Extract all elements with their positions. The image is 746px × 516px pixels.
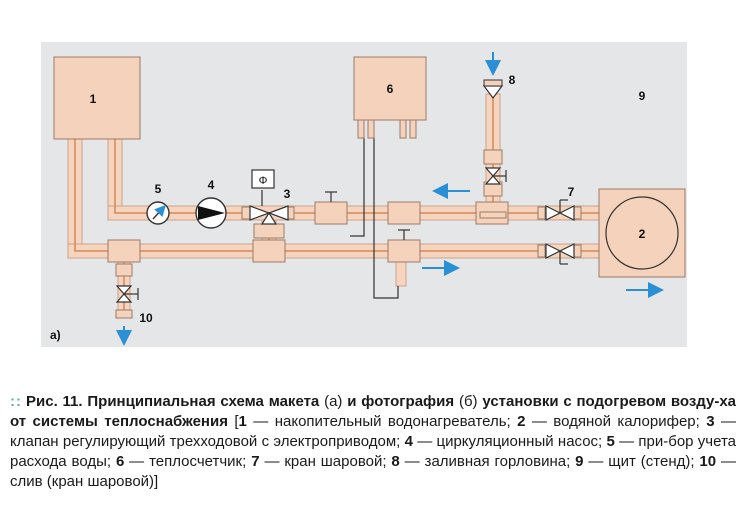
- label-6: 6: [387, 82, 394, 96]
- heat-meter-wires: [350, 138, 399, 299]
- legend-num: 1: [238, 413, 247, 430]
- legend-num: 8: [391, 453, 400, 470]
- legend-num: 4: [404, 433, 413, 450]
- flow-meter-needle: [152, 204, 166, 220]
- legend-text: — клапан регулирующий трехходовой с элек…: [10, 413, 736, 450]
- label-9: 9: [639, 89, 646, 103]
- panel-label: а): [50, 328, 61, 342]
- legend-text: — теплосчетчик;: [124, 453, 252, 470]
- heat-meter-terminals: [357, 119, 417, 139]
- label-5: 5: [155, 182, 162, 196]
- legend-text: — водяной калорифер;: [525, 413, 707, 430]
- air-heater-fan: [605, 196, 679, 270]
- caption-title-c: установки с подогревом возду-ха от систе…: [10, 393, 737, 430]
- heat-meter: [353, 56, 427, 121]
- legend-text: — заливная горловина;: [399, 453, 576, 470]
- label-8: 8: [509, 73, 516, 87]
- caption-bullet-icon: ::: [10, 393, 22, 410]
- label-2: 2: [639, 227, 646, 241]
- ball-valve-icon: [545, 199, 575, 265]
- pipe-fittings: [107, 149, 582, 319]
- actuator-glyph: Φ: [259, 175, 268, 187]
- caption-title-b: и фотография: [347, 393, 455, 410]
- schematic-figure: 1 6 2 5 4 Φ 3: [41, 42, 687, 347]
- legend-num: 10: [699, 453, 717, 470]
- figure-caption: ::Рис. 11. Принципиальная схема макета (…: [10, 393, 737, 490]
- drain-valve-icon: [115, 285, 139, 303]
- legend-num: 2: [517, 413, 526, 430]
- temperature-sensors: [325, 191, 410, 240]
- label-4: 4: [208, 178, 215, 192]
- label-3: 3: [284, 187, 291, 201]
- legend-text: — слив (кран шаровой)]: [10, 453, 737, 490]
- legend-text: — циркуляционный насос;: [412, 433, 607, 450]
- caption-note-a: (а): [324, 393, 343, 410]
- legend-num: 5: [606, 433, 615, 450]
- legend-text: — кран шаровой;: [259, 453, 392, 470]
- label-1: 1: [90, 92, 97, 106]
- legend-text: — щит (стенд);: [583, 453, 700, 470]
- legend-num: 9: [575, 453, 584, 470]
- label-10: 10: [139, 311, 153, 325]
- caption-title-a: Принципиальная схема макета: [87, 393, 320, 410]
- three-way-valve-icon: [249, 169, 289, 225]
- caption-note-b: (б): [458, 393, 478, 410]
- filling-funnel-icon: [482, 79, 507, 185]
- caption-fig-number: Рис. 11.: [26, 393, 83, 410]
- legend-num: 3: [706, 413, 715, 430]
- label-7: 7: [568, 185, 575, 199]
- legend-text: — при-бор учета расхода воды;: [10, 433, 737, 470]
- pump-triangle: [198, 206, 225, 220]
- legend-text: — накопительный водонагреватель;: [246, 413, 518, 430]
- legend-num: 6: [115, 453, 125, 470]
- storage-water-heater: [53, 56, 141, 140]
- flow-arrows: [116, 52, 664, 346]
- legend-num: 7: [251, 453, 260, 470]
